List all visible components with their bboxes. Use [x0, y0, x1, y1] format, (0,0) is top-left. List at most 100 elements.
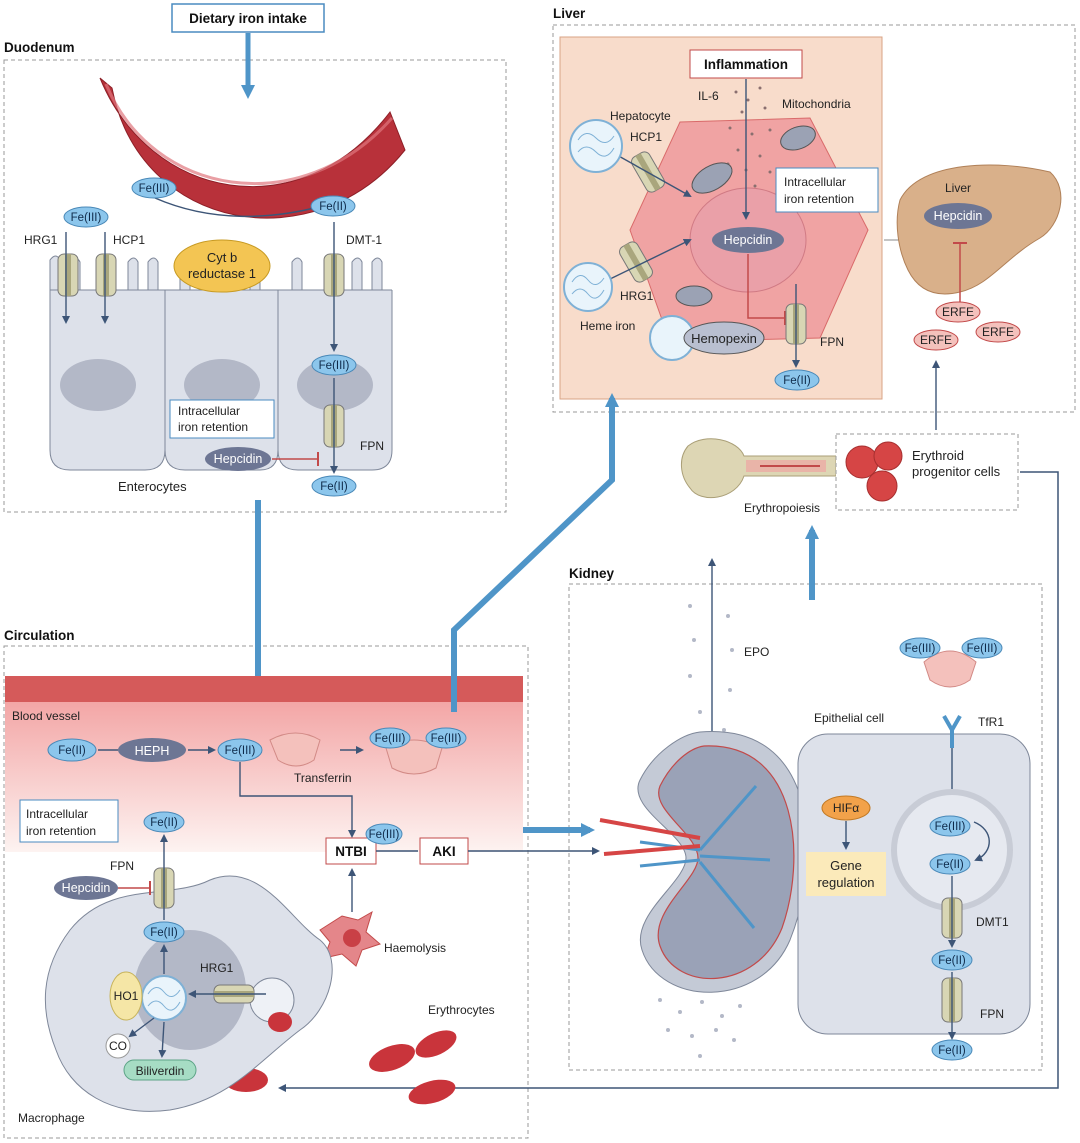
erythrocytes	[224, 1030, 457, 1105]
fe3-tf-2: Fe(III)	[961, 637, 1003, 659]
svg-text:Fe(III): Fe(III)	[905, 643, 936, 655]
kidney-organ	[599, 731, 808, 993]
gene-label-1: Gene	[830, 858, 862, 873]
svg-text:Fe(III): Fe(III)	[935, 821, 966, 833]
liver-organ-label: Liver	[945, 181, 971, 195]
hepcidin-liver-label: Hepcidin	[724, 233, 773, 247]
hrg1-transporter	[57, 253, 79, 297]
fe2-macrophage-export: Fe(II)	[143, 811, 185, 833]
svg-text:ERFE: ERFE	[942, 305, 974, 319]
kidney-title: Kidney	[569, 566, 615, 581]
svg-text:Fe(II): Fe(II)	[319, 201, 347, 213]
hcp1-label-liver: HCP1	[630, 130, 662, 144]
fe3-transferrin-2: Fe(III)	[425, 727, 467, 749]
mitochondria-liver	[675, 125, 816, 307]
retention-macrophage-2: iron retention	[26, 824, 96, 838]
hif-label: HIFα	[833, 801, 859, 815]
blood-vessel-label: Blood vessel	[12, 709, 80, 723]
liver-title: Liver	[553, 6, 586, 21]
co-label: CO	[109, 1039, 127, 1053]
hrg1-label-macrophage: HRG1	[200, 961, 234, 975]
heme-iron-molecule-2	[563, 262, 613, 312]
fe2-cytosol-kidney: Fe(II)	[931, 949, 973, 971]
svg-text:Fe(III): Fe(III)	[71, 212, 102, 224]
hrg1-transporter-liver	[619, 241, 653, 283]
epo-label: EPO	[744, 645, 769, 659]
liver-organ	[896, 164, 1062, 295]
cytb-reductase	[173, 239, 271, 293]
svg-text:ERFE: ERFE	[920, 333, 952, 347]
fpn-label-duodenum: FPN	[360, 439, 384, 453]
erfe-3: ERFE	[913, 329, 959, 351]
erythroid-label-1: Erythroid	[912, 448, 964, 463]
transferrin-apo	[269, 732, 321, 767]
svg-text:Fe(III): Fe(III)	[225, 745, 256, 757]
retention-duodenum-2: iron retention	[178, 420, 248, 434]
duodenum-title: Duodenum	[4, 40, 75, 55]
aki-label: AKI	[432, 844, 455, 859]
ntbi-box	[325, 837, 377, 865]
svg-text:Fe(II): Fe(II)	[938, 955, 966, 967]
gene-regulation-box	[806, 852, 886, 896]
tfr1-receptor	[942, 715, 962, 748]
vessel-wall	[5, 676, 523, 702]
hepcidin-duodenum	[205, 447, 271, 471]
svg-text:Fe(III): Fe(III)	[139, 183, 170, 195]
hcp1-transporter	[95, 253, 117, 297]
retention-liver-2: iron retention	[784, 192, 854, 206]
epithelial-label: Epithelial cell	[814, 711, 884, 725]
hcp1-label: HCP1	[113, 233, 145, 247]
retention-box-macrophage	[19, 799, 119, 843]
dmt1-label-kidney: DMT1	[976, 915, 1009, 929]
il6-label: IL-6	[698, 89, 719, 103]
erythropoiesis-label: Erythropoiesis	[744, 501, 820, 515]
fe2-ion-lumen: Fe(II)	[310, 195, 356, 217]
heme-macrophage	[141, 975, 187, 1021]
svg-text:Fe(II): Fe(II)	[936, 859, 964, 871]
ho1-label: HO1	[114, 989, 139, 1003]
svg-text:Fe(II): Fe(II)	[58, 745, 86, 757]
svg-text:Hemopexin: Hemopexin	[691, 331, 757, 346]
retention-box-duodenum	[169, 399, 275, 439]
fe2-export-kidney: Fe(II)	[931, 1039, 973, 1061]
svg-text:Fe(III): Fe(III)	[319, 360, 350, 372]
fe2-endosome: Fe(II)	[929, 853, 971, 875]
fe2-ion-liver: Fe(II)	[774, 369, 820, 391]
phagosome	[249, 977, 295, 1032]
haemolysis-label: Haemolysis	[384, 941, 446, 955]
circulation-title: Circulation	[4, 628, 75, 643]
ho1-enzyme	[109, 971, 143, 1021]
fe2-macrophage: Fe(II)	[143, 921, 185, 943]
svg-text:Fe(II): Fe(II)	[783, 375, 811, 387]
erfe-2: ERFE	[975, 321, 1021, 343]
hemopexin-complex: Hemopexin	[649, 315, 765, 361]
fe3-ion-enterocyte: Fe(III)	[311, 354, 357, 376]
tfr1-label: TfR1	[978, 715, 1004, 729]
svg-text:Fe(II): Fe(II)	[150, 817, 178, 829]
fpn-label-macrophage: FPN	[110, 859, 134, 873]
enterocytes-label: Enterocytes	[118, 479, 187, 494]
fe2-ion-export: Fe(II)	[311, 475, 357, 497]
hepcidin-duodenum-label: Hepcidin	[214, 452, 263, 466]
hepcidin-liver-organ-label: Hepcidin	[934, 209, 983, 223]
liver-frame	[552, 24, 1076, 413]
ntbi-label: NTBI	[335, 844, 367, 859]
svg-text:Fe(II): Fe(II)	[320, 481, 348, 493]
cytb-label-2: reductase 1	[188, 266, 256, 281]
gene-label-2: regulation	[817, 875, 874, 890]
cytb-label-1: Cyt b	[207, 250, 237, 265]
retention-liver-1: Intracellular	[784, 175, 846, 189]
fpn-label-kidney: FPN	[980, 1007, 1004, 1021]
fe3-transferrin-1: Fe(III)	[369, 727, 411, 749]
fpn-label-liver: FPN	[820, 335, 844, 349]
dmt1-label-duodenum: DMT-1	[346, 233, 382, 247]
macrophage-label: Macrophage	[18, 1111, 85, 1125]
hepcidin-liver	[712, 227, 784, 253]
erythroid-to-erythrocytes-arrow	[278, 471, 1059, 1092]
heph-label: HEPH	[135, 744, 170, 758]
inflammation-label: Inflammation	[704, 57, 788, 72]
fe3-blood: Fe(III)	[217, 738, 263, 762]
hepcidin-macrophage	[54, 876, 118, 900]
hepcidin-inhibit-liver	[747, 254, 784, 319]
haemolysis-cell	[319, 910, 381, 967]
